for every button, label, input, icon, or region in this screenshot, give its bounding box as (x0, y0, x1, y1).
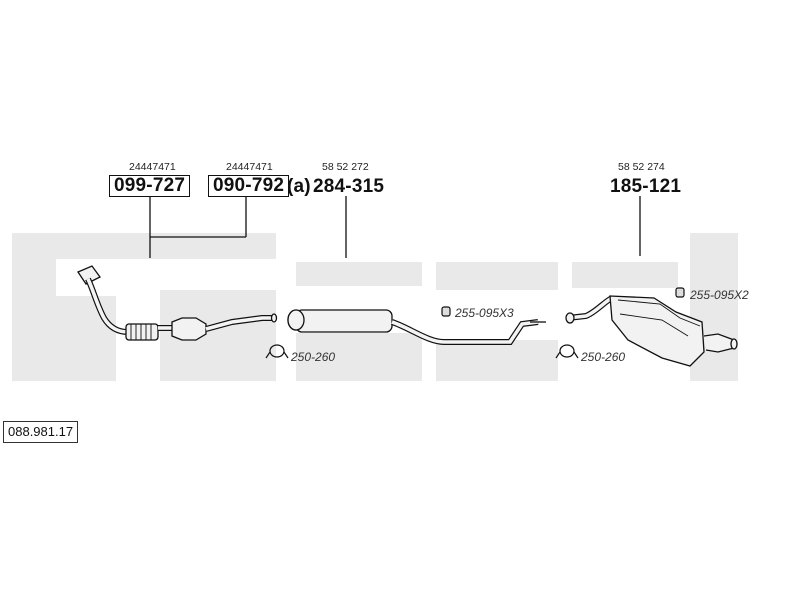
part-number-label: 284-315 (313, 176, 385, 197)
accessory-code-label: 255-095X3 (455, 306, 514, 320)
part-number-label: 185-121 (610, 176, 682, 197)
clamp-icon (555, 344, 579, 359)
rubber-mount-icon (441, 306, 451, 317)
part-oe-number: 24447471 (226, 161, 273, 173)
accessory-code-label: 250-260 (291, 350, 336, 364)
catalytic-converter-part (171, 313, 278, 341)
part-oe-number: 58 52 272 (322, 161, 369, 173)
leader-lines (149, 196, 641, 258)
rubber-mount-icon (675, 287, 685, 298)
accessory-code-label: 255-095X2 (690, 288, 749, 302)
part-number-label: 090-792 (208, 175, 290, 197)
part-number-label: 099-727 (109, 175, 191, 197)
middle-silencer-part (287, 309, 546, 345)
accessory-code-label: 250-260 (581, 350, 626, 364)
part-oe-number: 24447471 (129, 161, 176, 173)
set-number-box: 088.981.17 (3, 421, 79, 443)
part-suffix-label: (a) (287, 176, 311, 197)
part-oe-number: 58 52 274 (618, 161, 665, 173)
front-pipe-part (77, 265, 172, 341)
rear-silencer-part (565, 295, 738, 367)
clamp-icon (265, 344, 289, 359)
